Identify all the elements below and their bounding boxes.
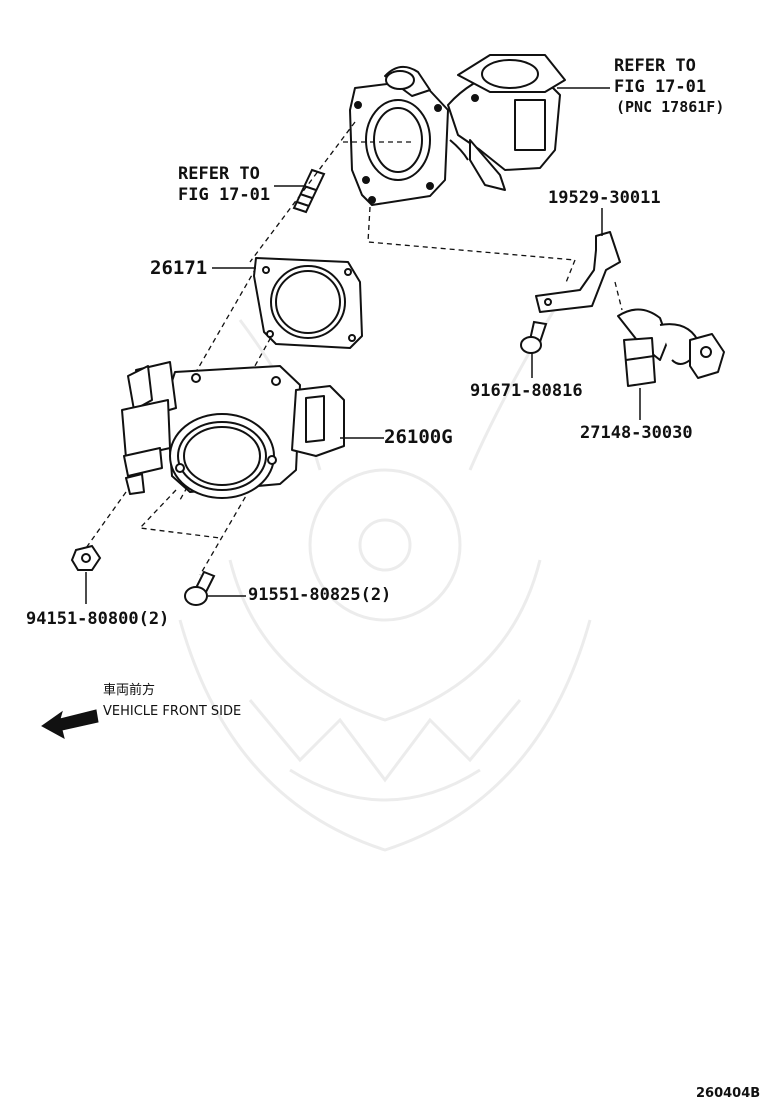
throttle-body	[121, 361, 345, 499]
bracket	[535, 231, 621, 313]
assembly-guide-lines	[85, 121, 623, 576]
bracket-bolt	[520, 320, 548, 354]
intake-housing	[349, 54, 566, 206]
refer-top-line2: FIG 17-01	[614, 77, 707, 97]
direction-english: VEHICLE FRONT SIDE	[103, 704, 242, 719]
refer-top-line3: (PNC 17861F)	[616, 98, 725, 116]
stud-bolt	[292, 168, 326, 214]
label-sensor: 27148-30030	[580, 423, 693, 443]
refer-top-line1: REFER TO	[614, 56, 696, 76]
gasket	[253, 257, 363, 349]
label-throttle-body: 26100G	[384, 426, 453, 448]
label-gasket: 26171	[150, 257, 208, 279]
refer-left-line2: FIG 17-01	[178, 185, 271, 205]
label-throttle-bolt: 91551-80825(2)	[248, 585, 392, 605]
front-arrow-icon	[41, 709, 99, 739]
refer-left-line1: REFER TO	[178, 164, 260, 184]
diagram-code: 260404B	[696, 1086, 760, 1101]
sensor	[617, 308, 725, 387]
label-bracket-bolt: 91671-80816	[470, 381, 583, 401]
nut	[70, 544, 102, 571]
label-nut: 94151-80800(2)	[26, 609, 170, 629]
label-bracket: 19529-30011	[548, 188, 661, 208]
direction-japanese: 車両前方	[103, 683, 156, 698]
throttle-bolt	[184, 570, 216, 606]
